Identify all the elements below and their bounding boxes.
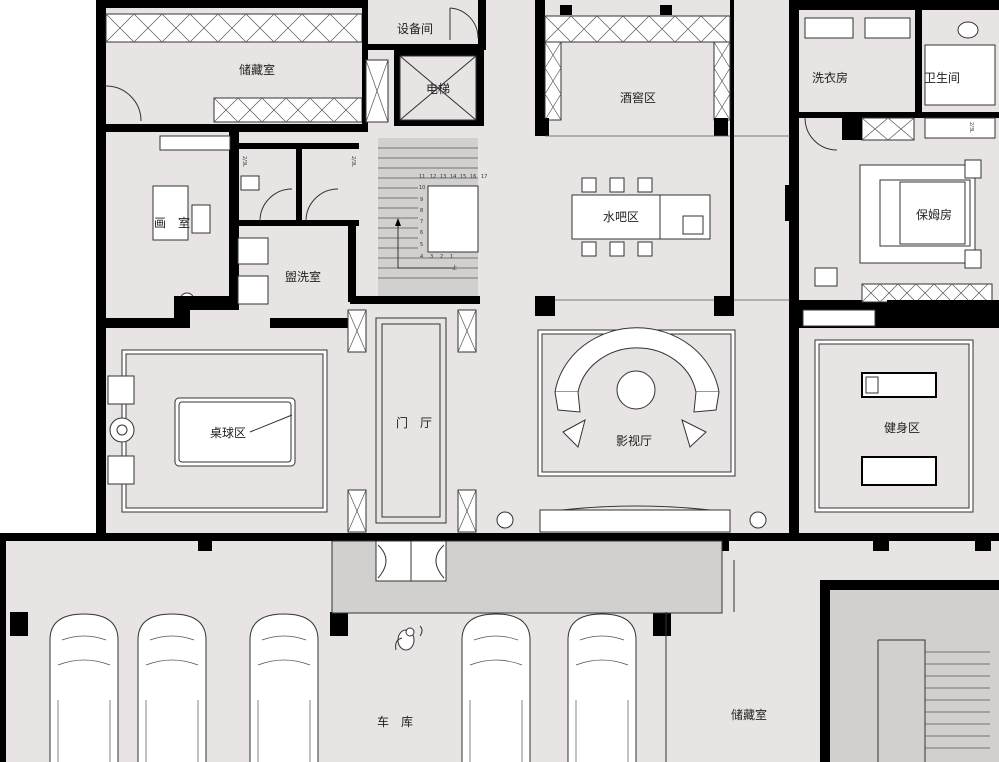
stair-step: 9	[420, 197, 423, 203]
car-2	[137, 613, 207, 762]
label-storage-top: 储藏室	[239, 62, 275, 77]
laundry-bathroom	[799, 0, 999, 151]
stair-step: 12	[430, 174, 436, 180]
label-theater: 影视厅	[616, 433, 652, 448]
label-foyer: 门 厅	[396, 415, 432, 430]
label-elevator: 电梯	[426, 82, 450, 96]
stair-step: 3	[430, 254, 433, 260]
stair-numbers: 11 12 13 14 15 16 17 10 9 8 7 6 5 4 3 2 …	[419, 174, 487, 271]
dim-mark: 2/3L	[968, 122, 974, 133]
label-painting-room: 画 室	[154, 215, 190, 230]
stair-step: 2	[440, 254, 443, 260]
label-gym: 健身区	[884, 420, 920, 435]
label-bathroom: 卫生间	[924, 71, 960, 85]
label-equipment: 设备间	[397, 22, 433, 36]
stair-step: 5	[420, 242, 423, 248]
label-garage: 车 库	[377, 714, 413, 729]
gym	[814, 339, 974, 513]
car-3	[249, 613, 319, 762]
foyer	[347, 309, 477, 533]
dim-mark: 2/3L	[350, 156, 356, 167]
label-billiards: 桌球区	[210, 426, 246, 440]
stair-step: 15	[460, 174, 466, 180]
billiards-area	[107, 349, 328, 513]
garage-entry	[331, 540, 723, 651]
label-water-bar: 水吧区	[603, 210, 639, 224]
car-4	[461, 613, 531, 762]
dim-mark: 2/3L	[241, 156, 247, 167]
label-nanny-room: 保姆房	[916, 207, 952, 222]
theater	[496, 327, 767, 533]
car-5	[567, 613, 637, 762]
equipment-room	[368, 0, 486, 50]
stair-step: 4	[420, 254, 423, 260]
stair-step: 1	[450, 254, 453, 260]
bottom-storage	[665, 560, 999, 762]
storage-room-top	[105, 0, 368, 132]
stair-up-label: 上	[452, 264, 457, 271]
wine-cellar-shelves	[535, 5, 731, 136]
label-wine-cellar: 酒窖区	[620, 90, 656, 105]
elevator-shaft	[365, 50, 484, 126]
label-washroom: 盥洗室	[285, 269, 321, 284]
stair-step: 8	[420, 208, 423, 214]
stairwell	[350, 138, 480, 304]
car-1	[49, 613, 119, 762]
stair-step: 17	[481, 174, 487, 180]
label-storage-bottom: 储藏室	[731, 707, 767, 722]
water-bar	[535, 135, 799, 316]
nanny-room	[799, 159, 999, 328]
stair-step: 16	[470, 174, 476, 180]
stair-step: 6	[420, 230, 423, 236]
cars	[49, 613, 637, 762]
stair-step: 7	[420, 219, 423, 225]
stair-step: 13	[440, 174, 446, 180]
stair-step: 10	[419, 185, 425, 191]
stair-step: 11	[419, 174, 425, 180]
stair-step: 14	[450, 174, 456, 180]
label-laundry: 洗衣房	[812, 70, 848, 85]
painting-room	[106, 132, 359, 328]
